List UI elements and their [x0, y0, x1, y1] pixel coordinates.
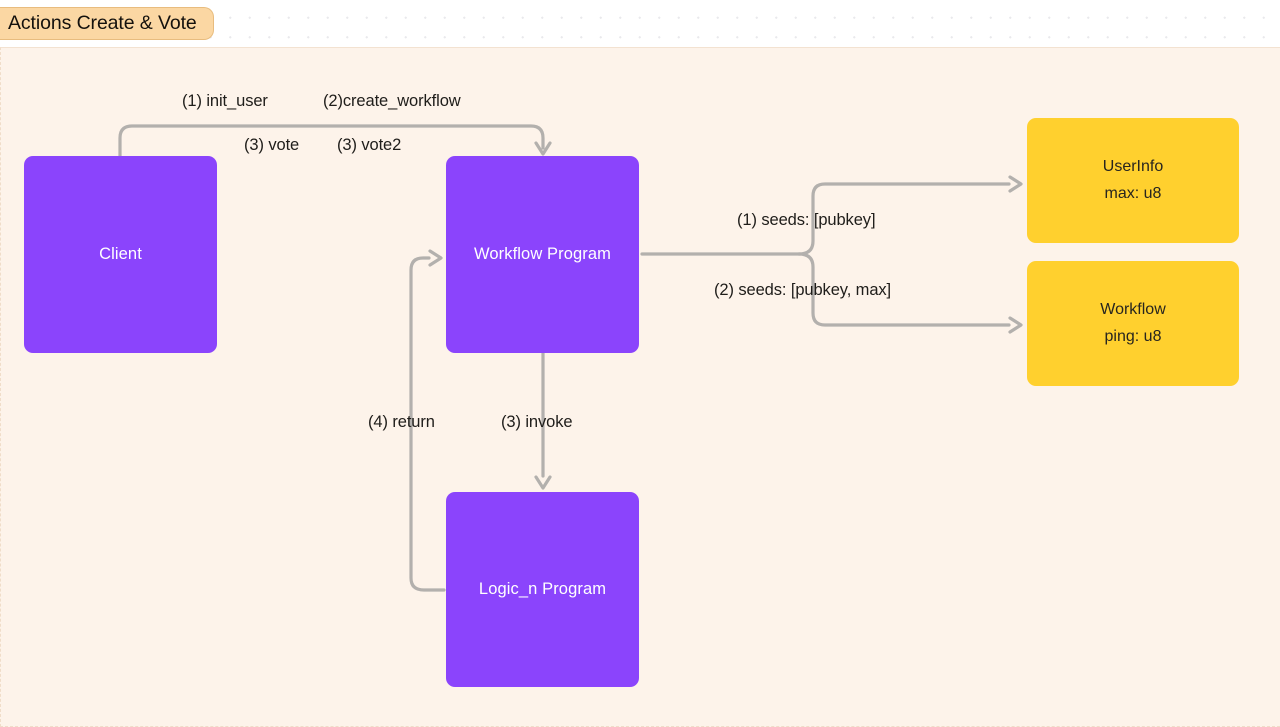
top-grid-strip: Actions Create & Vote: [0, 0, 1280, 47]
edge-label-init-user: (1) init_user: [182, 92, 268, 110]
node-workflow-program-label: Workflow Program: [474, 245, 611, 263]
edge-label-return: (4) return: [368, 413, 435, 431]
node-account-workflow-name: Workflow: [1100, 301, 1166, 319]
edge-label-seeds-pubkey-max: (2) seeds: [pubkey, max]: [714, 281, 892, 299]
diagram-canvas[interactable]: Client Workflow Program Logic_n Program …: [0, 47, 1280, 727]
edge-workflow-to-userinfo: [797, 182, 1011, 256]
node-logic-n-program-label: Logic_n Program: [478, 580, 607, 598]
node-account-workflow-field: ping: u8: [1104, 327, 1162, 345]
edge-client-to-workflow: [118, 124, 545, 160]
tab-label: Actions Create & Vote: [8, 12, 197, 34]
edge-workflow-to-workflow-account: [797, 252, 1011, 327]
edge-label-create-workflow: (2)create_workflow: [323, 92, 461, 110]
node-account-userinfo-name: UserInfo: [1102, 158, 1164, 176]
edge-logic-to-workflow-return: [409, 256, 446, 592]
node-workflow-program[interactable]: Workflow Program: [446, 156, 639, 353]
edge-label-invoke: (3) invoke: [501, 413, 573, 431]
node-client-label: Client: [99, 245, 142, 263]
node-account-userinfo-field: max: u8: [1104, 184, 1162, 202]
node-logic-n-program[interactable]: Logic_n Program: [446, 492, 639, 687]
edge-label-seeds-pubkey: (1) seeds: [pubkey]: [737, 211, 876, 229]
node-client[interactable]: Client: [24, 156, 217, 353]
tab-actions-create-and-vote[interactable]: Actions Create & Vote: [0, 7, 214, 40]
diagram-edges: [118, 124, 1023, 592]
node-account-workflow[interactable]: Workflow ping: u8: [1027, 261, 1239, 386]
node-account-userinfo[interactable]: UserInfo max: u8: [1027, 118, 1239, 243]
edge-label-vote2: (3) vote2: [337, 136, 402, 154]
edge-label-vote: (3) vote: [244, 136, 300, 154]
